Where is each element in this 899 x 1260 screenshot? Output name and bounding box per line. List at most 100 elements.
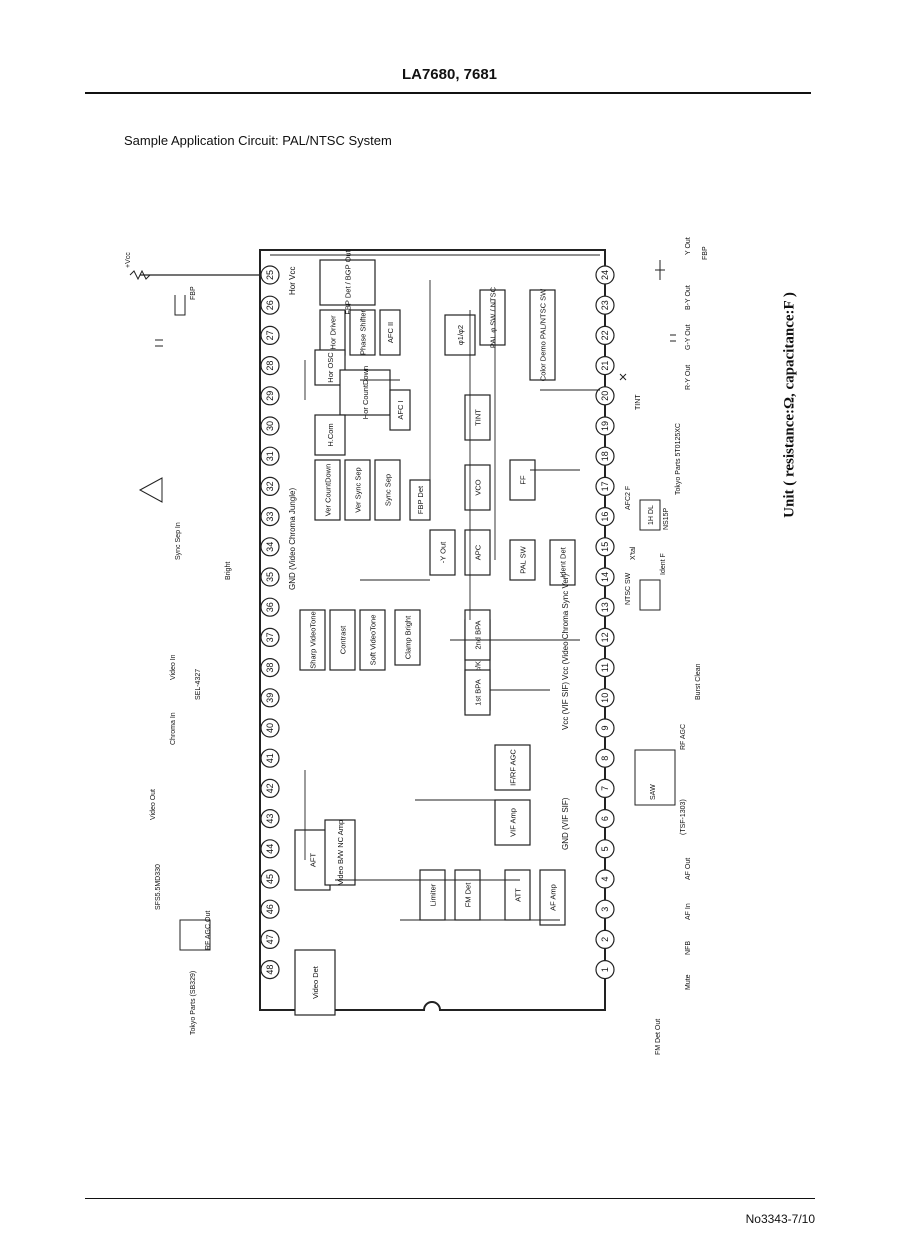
label-fbp-top: FBP [190, 286, 197, 300]
page-number: No3343-7/10 [745, 1212, 815, 1226]
pin-30 [260, 416, 280, 436]
block-label-36: ATT [514, 888, 523, 902]
pin-22 [595, 325, 615, 346]
pin-11 [595, 658, 615, 678]
label-sync-sep-in: Sync Sep In [175, 522, 182, 560]
pin-47 [260, 929, 280, 950]
label-ntsc-sw: NTSC SW [625, 572, 632, 605]
block-box-27 [509, 539, 536, 581]
block-label-24: PAL φ SW / NTSC [489, 286, 498, 348]
application-circuit-diagram: 2526272829303132333435363738394041424344… [125, 237, 709, 1055]
pin-48 [260, 959, 280, 980]
page-title: LA7680, 7681 [401, 66, 498, 83]
pin-label-37: 37 [265, 632, 275, 642]
block-box-18 [464, 669, 491, 716]
pin-label-10: 10 [600, 693, 610, 703]
pin-31 [260, 446, 280, 466]
pin-40 [260, 718, 280, 738]
label-tint: TINT [635, 394, 642, 410]
block-box-28 [549, 539, 576, 586]
pin-21 [595, 356, 615, 376]
pin-label-1: 1 [600, 967, 610, 972]
pin-3 [595, 899, 615, 919]
pin-4 [595, 869, 615, 889]
block-box-14 [329, 609, 356, 671]
pin-26 [260, 295, 280, 315]
block-label-1: Hor Driver [329, 315, 338, 350]
block-box-2 [349, 309, 376, 356]
pin-label-44: 44 [265, 844, 275, 854]
pin-13 [595, 597, 615, 617]
pin-label-38: 38 [265, 663, 275, 673]
label-fbp-right: FBP [702, 246, 709, 260]
label-ident-f: Ident F [660, 553, 667, 575]
block-box-9 [344, 459, 371, 521]
pin-28 [260, 356, 280, 376]
pin-41 [260, 748, 280, 768]
label-saw: SAW [650, 784, 657, 800]
unit-note-text: Unit ( resistance:Ω, capacitance:F ) [781, 292, 798, 518]
pin-37 [260, 627, 280, 647]
label-af-out: AF Out [685, 858, 692, 880]
block-box-20 [464, 529, 491, 576]
pin-42 [260, 778, 280, 799]
pin-label-18: 18 [600, 451, 610, 461]
label-video-out: Video Out [150, 789, 157, 820]
block-label-15: Soft VideoTone [369, 615, 378, 666]
pin-38 [260, 658, 280, 678]
block-label-35: FM Det [464, 882, 473, 908]
block-label-11: FBP Det [416, 485, 425, 514]
block-box-13 [299, 609, 326, 671]
pin-label-9: 9 [600, 725, 610, 730]
label-ry-out: R-Y Out [685, 365, 692, 390]
unit-note: Unit ( resistance:Ω, capacitance:F ) [760, 285, 820, 525]
pin-10 [595, 688, 615, 708]
block-label-17: Acc/Killer [474, 649, 483, 681]
label-video-in: Video In [170, 654, 177, 680]
block-box-1 [319, 309, 346, 356]
block-box-31 [294, 829, 331, 891]
pin-label-24: 24 [600, 270, 610, 280]
block-label-12: -Y Out [439, 541, 448, 563]
block-label-28: Ident Det [559, 546, 568, 577]
pin-44 [260, 839, 280, 859]
label-rf-agc-out: RF AGC Out [205, 911, 212, 950]
pin-label-27: 27 [265, 330, 275, 340]
pin-label-30: 30 [265, 421, 275, 431]
label-bright: Bright [225, 562, 232, 580]
block-label-9: Ver Sync Sep [354, 467, 363, 512]
label-xtal: X'tal [630, 546, 637, 560]
block-box-32 [324, 819, 356, 886]
pin-label-20: 20 [600, 391, 610, 401]
label-hor-vcc: Hor Vcc [288, 267, 297, 295]
label-sel: SEL-4327 [195, 669, 202, 700]
block-label-34: Limiter [429, 883, 438, 906]
label-vcc-video: Vcc (Video Chroma Sync Ver) [561, 574, 570, 680]
pin-7 [595, 778, 615, 799]
label-af-in: AF In [685, 903, 692, 920]
block-label-27: PAL SW [519, 545, 528, 573]
footer-rule [85, 1198, 815, 1199]
label-afc2-f: AFC2 F [625, 486, 632, 510]
block-box-33 [294, 949, 336, 1016]
pin-label-19: 19 [600, 421, 610, 431]
pin-29 [260, 386, 280, 406]
pin-label-26: 26 [265, 300, 275, 310]
block-label-16: Clamp Bright [404, 615, 413, 659]
pin-43 [260, 808, 280, 829]
external-components [129, 260, 676, 951]
block-label-5: Hor CountDown [361, 366, 370, 419]
block-label-10: Sync Sep [384, 474, 393, 506]
block-label-33: Video Det [311, 965, 320, 999]
label-y-out: Y Out [685, 237, 692, 255]
pin-label-14: 14 [600, 572, 610, 582]
pin-label-39: 39 [265, 693, 275, 703]
block-box-19 [464, 609, 491, 661]
pin-12 [595, 627, 615, 647]
pin-label-40: 40 [265, 723, 275, 733]
pin-label-28: 28 [265, 361, 275, 371]
pin-label-17: 17 [600, 481, 610, 491]
pin-label-34: 34 [265, 542, 275, 552]
block-label-26: FF [519, 475, 528, 485]
